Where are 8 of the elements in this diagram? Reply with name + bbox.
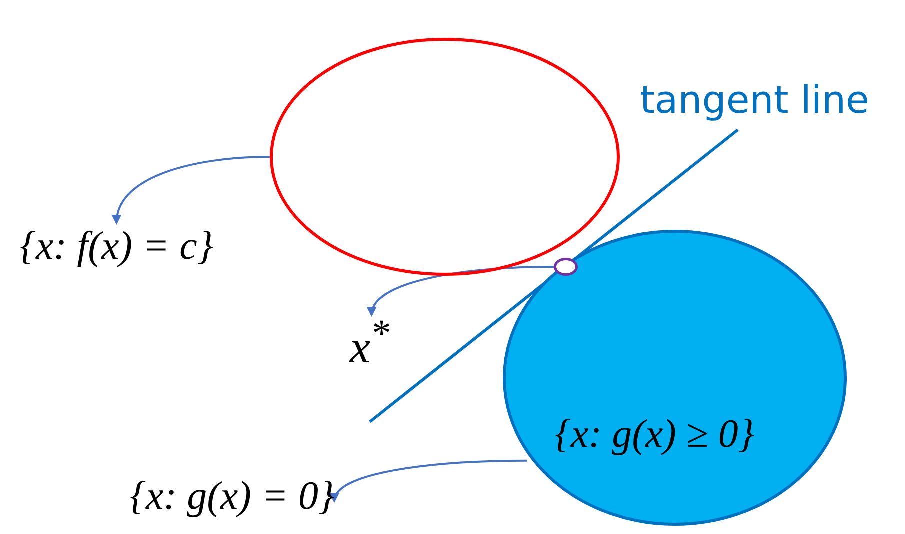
arrow	[332, 460, 528, 504]
set-formula: {x: g(x) = 0}	[130, 472, 334, 519]
arrow	[368, 266, 554, 318]
set-formula: {x: f(x) = c}	[20, 222, 214, 269]
set-formula: {x: g(x) ≥ 0}	[555, 410, 754, 457]
arrow	[112, 156, 272, 225]
optimum-label: x$^{*}$	[350, 312, 390, 374]
line-label: tangent line	[640, 78, 870, 122]
